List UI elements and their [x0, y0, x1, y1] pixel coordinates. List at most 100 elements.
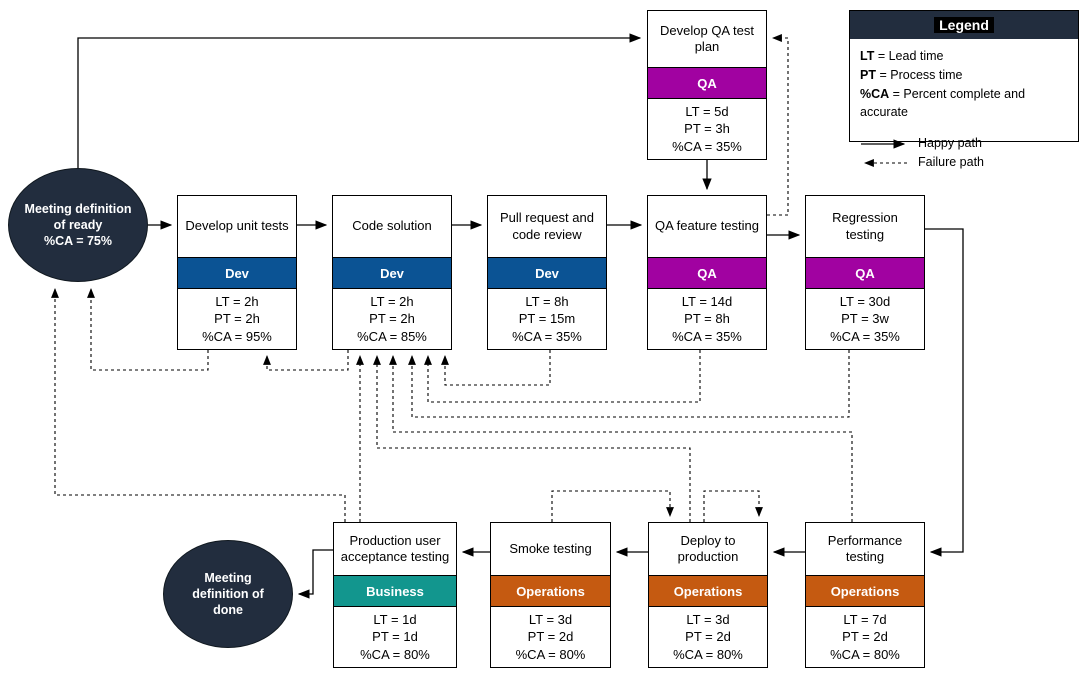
fail-performance-to-code-solution [389, 355, 853, 522]
process-performance-testing: Performance testing Operations LT = 7d P… [805, 522, 925, 668]
process-title: Regression testing [832, 210, 898, 242]
fail-deploy-to-code-solution [373, 355, 691, 522]
process-deploy-to-production: Deploy to production Operations LT = 3d … [648, 522, 768, 668]
legend-failure-path: Failure path [860, 153, 1068, 172]
fail-regression-to-code-solution [408, 350, 850, 418]
fail-qa-feature-to-qa-test-plan [767, 34, 789, 216]
process-time: PT = 3w [841, 311, 889, 327]
percent-complete-accurate: %CA = 35% [672, 328, 742, 344]
process-metrics: LT = 5d PT = 3h %CA = 35% [648, 99, 766, 159]
lead-time: LT = 8h [525, 293, 569, 309]
lead-time: LT = 14d [681, 293, 733, 309]
lead-time: LT = 30d [839, 293, 891, 309]
fail-qa-feature-to-code-solution [424, 350, 701, 403]
process-time: PT = 2d [685, 629, 731, 645]
terminal-definition-of-done: Meeting definition of done [163, 540, 293, 648]
lead-time: LT = 3d [686, 611, 730, 627]
team-band: Dev [488, 257, 606, 289]
process-title: Smoke testing [509, 540, 592, 556]
lead-time: LT = 1d [373, 611, 417, 627]
percent-complete-accurate: %CA = 80% [360, 646, 430, 662]
process-title: Code solution [352, 218, 432, 234]
process-metrics: LT = 1d PT = 1d %CA = 80% [334, 607, 456, 667]
legend: Legend LT = Lead time PT = Process time … [849, 10, 1079, 169]
lead-time: LT = 2h [215, 293, 259, 309]
terminal-title: Meeting definition of done [192, 570, 264, 618]
terminal-title: Meeting definition of ready [24, 201, 132, 232]
legend-header: Legend [850, 11, 1078, 39]
legend-happy-path: Happy path [860, 134, 1068, 153]
process-metrics: LT = 14d PT = 8h %CA = 35% [648, 289, 766, 349]
percent-complete-accurate: %CA = 35% [830, 328, 900, 344]
percent-complete-accurate: %CA = 35% [512, 328, 582, 344]
process-time: PT = 3h [684, 121, 730, 137]
process-time: PT = 2h [369, 311, 415, 327]
process-metrics: LT = 7d PT = 2d %CA = 80% [806, 607, 924, 667]
percent-complete-accurate: %CA = 80% [830, 646, 900, 662]
process-smoke-testing: Smoke testing Operations LT = 3d PT = 2d… [490, 522, 611, 668]
process-title: Production user acceptance testing [340, 532, 450, 564]
percent-complete-accurate: %CA = 35% [672, 138, 742, 154]
percent-complete-accurate: %CA = 85% [357, 328, 427, 344]
team-band: QA [648, 257, 766, 289]
process-develop-unit-tests: Develop unit tests Dev LT = 2h PT = 2h %… [177, 195, 297, 350]
process-code-solution: Code solution Dev LT = 2h PT = 2h %CA = … [332, 195, 452, 350]
process-metrics: LT = 3d PT = 2d %CA = 80% [649, 607, 767, 667]
process-develop-qa-test-plan: Develop QA test plan QA LT = 5d PT = 3h … [647, 10, 767, 160]
percent-complete-accurate: %CA = 80% [515, 646, 586, 662]
process-pull-request-code-review: Pull request and code review Dev LT = 8h… [487, 195, 607, 350]
process-time: PT = 2d [527, 629, 574, 645]
fail-code-solution-to-unit-tests [263, 350, 349, 371]
legend-item-lt: LT = Lead time [860, 49, 944, 63]
process-time: PT = 15m [518, 311, 576, 327]
process-title: QA feature testing [654, 218, 760, 234]
process-time: PT = 2d [842, 629, 888, 645]
legend-item-pt: PT = Process time [860, 67, 963, 82]
happy-uat-to-done [297, 549, 333, 599]
fail-uat-to-ready [51, 288, 346, 522]
fail-pull-request-to-code-solution [441, 350, 551, 386]
lead-time: LT = 2h [370, 293, 414, 309]
fail-smoke-to-deploy [551, 490, 674, 522]
process-time: PT = 1d [372, 629, 418, 645]
team-band: Dev [178, 257, 296, 289]
lead-time: LT = 5d [685, 103, 729, 119]
lead-time: LT = 3d [528, 611, 573, 627]
team-band: QA [806, 257, 924, 289]
failure-path-arrow-sample [864, 158, 907, 167]
process-time: PT = 8h [684, 311, 730, 327]
happy-regression-to-performance [925, 228, 964, 557]
process-title: Develop unit tests [185, 218, 289, 234]
process-time: PT = 2h [214, 311, 260, 327]
process-title: Performance testing [827, 532, 903, 564]
fail-deploy-self-loop [703, 490, 763, 522]
process-regression-testing: Regression testing QA LT = 30d PT = 3w %… [805, 195, 925, 350]
percent-complete-accurate: %CA = 95% [202, 328, 272, 344]
legend-item-ca: %CA = Percent complete and accurate [860, 86, 1026, 120]
legend-paths: Happy path Failure path [860, 134, 1068, 172]
terminal-metric: %CA = 75% [44, 234, 112, 249]
fail-unit-tests-to-ready [87, 288, 209, 371]
process-production-user-acceptance-testing: Production user acceptance testing Busin… [333, 522, 457, 668]
team-band: Operations [649, 575, 767, 607]
lead-time: LT = 7d [843, 611, 887, 627]
team-band: Business [334, 575, 456, 607]
team-band: Operations [491, 575, 610, 607]
percent-complete-accurate: %CA = 80% [673, 646, 743, 662]
team-band: Operations [806, 575, 924, 607]
legend-body: LT = Lead time PT = Process time %CA = P… [850, 39, 1078, 178]
process-metrics: LT = 3d PT = 2d %CA = 80% [491, 607, 610, 667]
process-metrics: LT = 30d PT = 3w %CA = 35% [806, 289, 924, 349]
team-band: QA [648, 67, 766, 99]
terminal-definition-of-ready: Meeting definition of ready %CA = 75% [8, 168, 148, 282]
happy-path-arrow-sample [861, 138, 906, 149]
process-metrics: LT = 2h PT = 2h %CA = 85% [333, 289, 451, 349]
process-qa-feature-testing: QA feature testing QA LT = 14d PT = 8h %… [647, 195, 767, 350]
process-metrics: LT = 8h PT = 15m %CA = 35% [488, 289, 606, 349]
process-title: Develop QA test plan [660, 22, 754, 54]
process-metrics: LT = 2h PT = 2h %CA = 95% [178, 289, 296, 349]
happy-ready-to-qa-test-plan [77, 33, 642, 168]
process-title: Pull request and code review [500, 210, 594, 242]
